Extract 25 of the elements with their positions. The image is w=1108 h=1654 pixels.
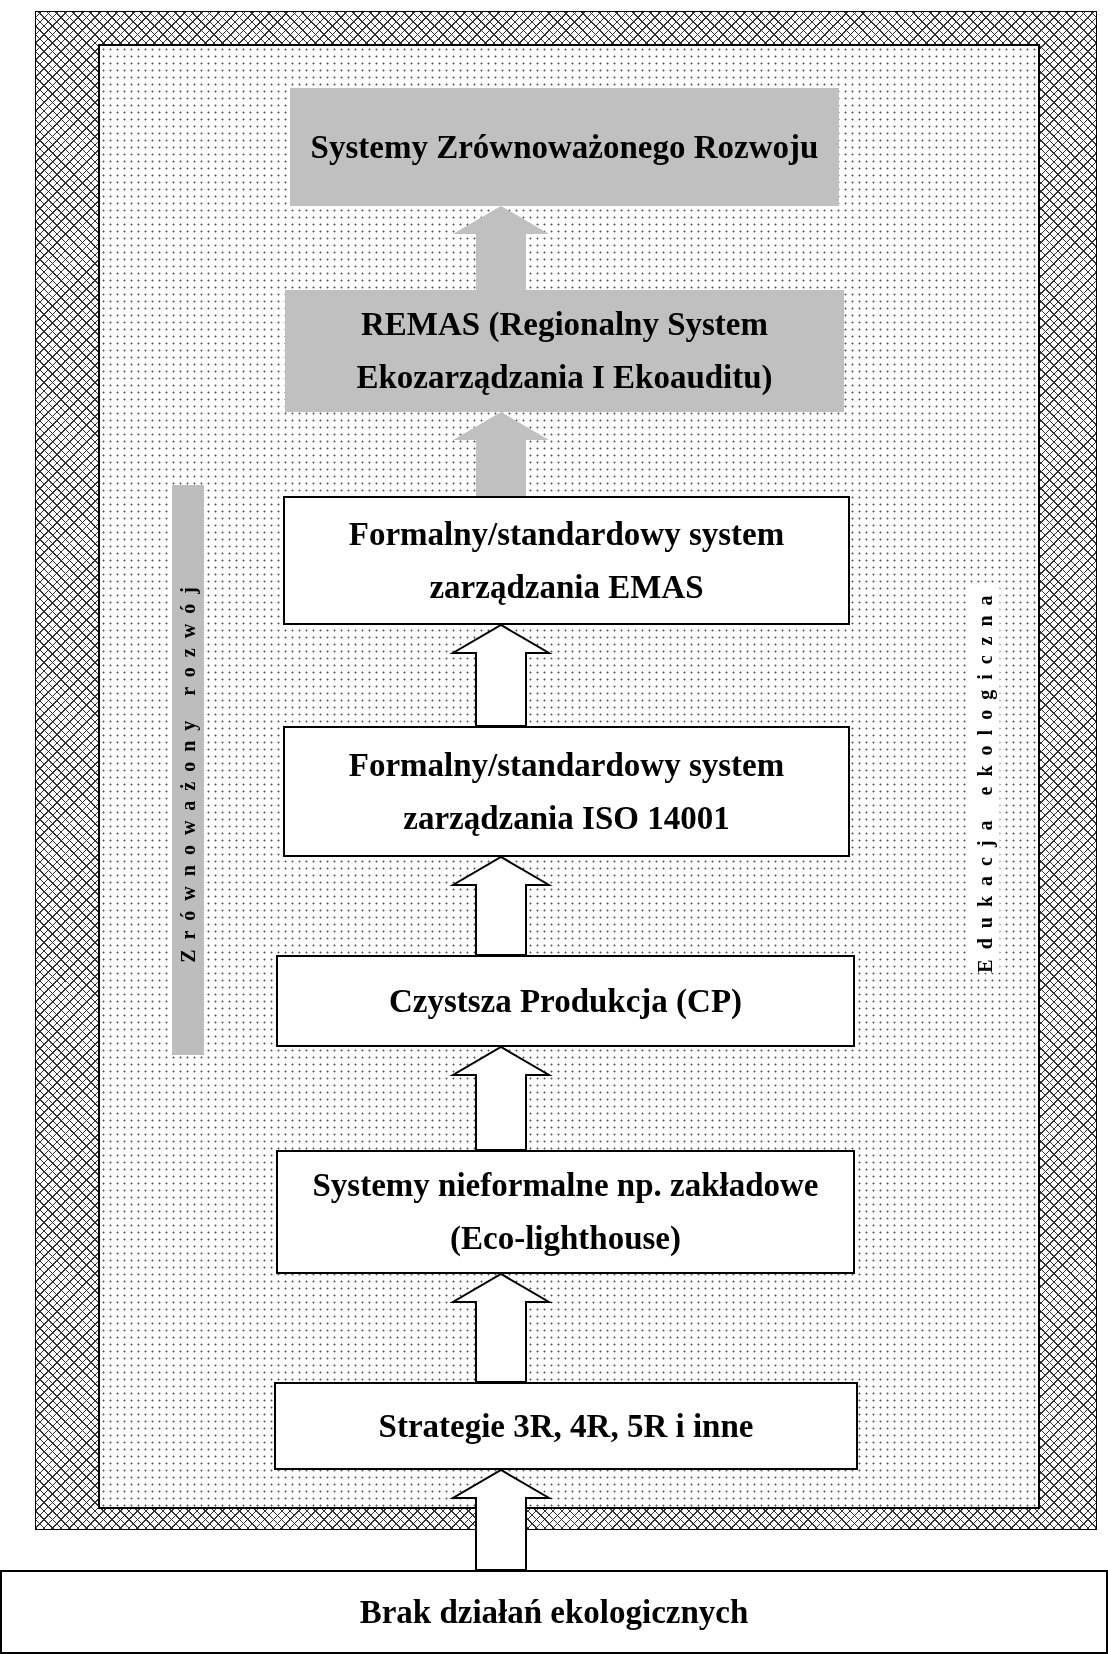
block-arrow <box>453 412 549 496</box>
box-text: Systemy nieformalne np. zakładowe (Eco-lighthouse) <box>311 1166 820 1258</box>
box-text: Systemy Zrównoważonego Rozwoju <box>310 127 819 167</box>
process-box <box>276 1150 855 1274</box>
box-text: REMAS (Regionalny System Ekozarządzania I Ekoauditu) <box>355 305 774 397</box>
block-arrow <box>449 1045 553 1151</box>
process-box <box>276 955 855 1047</box>
process-box <box>274 1382 858 1470</box>
block-arrow <box>449 855 553 956</box>
block-arrow <box>449 623 553 727</box>
process-box <box>0 1570 1108 1654</box>
box-text: Strategie 3R, 4R, 5R i inne <box>378 1406 754 1446</box>
block-arrow <box>449 1468 553 1571</box>
process-box <box>285 290 844 412</box>
box-text: Formalny/standardowy system zarządzania ISO 14001 <box>347 745 786 838</box>
process-box <box>290 88 839 206</box>
box-text: Czystsza Produkcja (CP) <box>388 981 743 1021</box>
process-box <box>283 496 850 625</box>
box-text: Formalny/standardowy system zarządzania EMAS <box>347 514 786 607</box>
block-arrow <box>453 206 549 290</box>
box-text: Brak działań ekologicznych <box>359 1592 749 1632</box>
vertical-side-label: Zrównoważony rozwój <box>176 577 201 963</box>
process-box <box>283 726 850 857</box>
block-arrow <box>449 1272 553 1383</box>
vertical-side-label: Edukacja ekologiczna <box>970 584 1000 973</box>
